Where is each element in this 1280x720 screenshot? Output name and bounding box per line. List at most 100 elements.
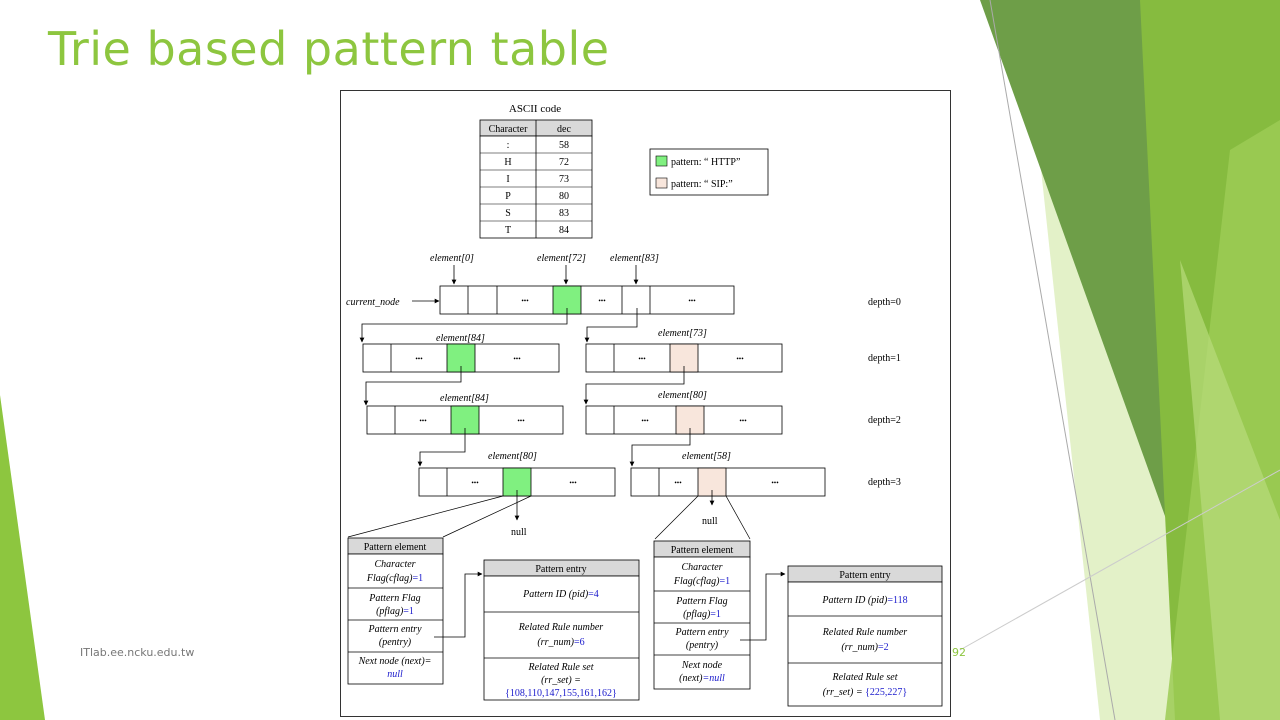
rr-set-name: (rr_set) =	[541, 675, 581, 686]
pattern-element-left: Pattern element Character Flag(cflag)=1 …	[347, 537, 483, 685]
ellipsis: •••	[771, 479, 779, 487]
ellipsis: •••	[517, 417, 525, 425]
ascii-cell: I	[506, 174, 509, 185]
ellipsis: •••	[638, 355, 646, 363]
cflag-label: Character	[681, 562, 722, 573]
pflag-value: =1	[403, 606, 414, 617]
pflag-label: Pattern Flag	[675, 596, 727, 607]
pflag-line: (pflag)=1	[376, 606, 414, 617]
ascii-cell: 58	[559, 140, 569, 151]
pflag-name: (pflag)	[683, 609, 711, 620]
label-element-73: element[73]	[658, 328, 707, 339]
ellipsis: •••	[415, 355, 423, 363]
pid-value: =118	[887, 595, 907, 606]
trie-diagram: ASCII code Character dec : 58 H 72 I 73 …	[340, 90, 951, 717]
rr-num-label: Related Rule number	[518, 622, 604, 633]
trie-node-depth1-left: element[84] ••• •••	[362, 333, 560, 406]
rr-set-line: (rr_set) = {225,227}	[823, 687, 907, 698]
ascii-header-character: Character	[489, 124, 529, 135]
label-current-node: current_node	[346, 297, 400, 308]
pattern-entry-right: Pattern entry Pattern ID (pid)=118 Relat…	[787, 565, 943, 707]
ellipsis: •••	[521, 297, 529, 305]
cflag-name: Flag(cflag)	[673, 576, 720, 587]
slide-number: 92	[952, 646, 966, 659]
label-element-72: element[72]	[537, 253, 586, 264]
cflag-value: =1	[719, 576, 730, 587]
ascii-cell: T	[505, 225, 511, 236]
rr-num-value: =6	[574, 637, 585, 648]
trie-node-depth3-left: element[80] ••• ••• null	[418, 451, 616, 538]
label-element-80: element[80]	[658, 390, 707, 401]
pattern-legend: pattern: “ HTTP” pattern: “ SIP:”	[649, 148, 769, 196]
label-element-84: element[84]	[440, 393, 489, 404]
ellipsis: •••	[569, 479, 577, 487]
pflag-value: =1	[710, 609, 721, 620]
ascii-table: ASCII code Character dec : 58 H 72 I 73 …	[479, 103, 593, 239]
slide-title: Trie based pattern table	[48, 22, 610, 76]
trie-node-depth3-right: element[58] ••• ••• null	[630, 451, 826, 527]
ellipsis: •••	[641, 417, 649, 425]
rr-set-value: {225,227}	[865, 687, 907, 698]
ascii-header-dec: dec	[557, 124, 571, 135]
footer-text: ITlab.ee.ncku.edu.tw	[80, 646, 195, 659]
next-value: null	[387, 669, 403, 680]
cflag-line: Flag(cflag)=1	[366, 573, 423, 584]
cflag-name: Flag(cflag)	[366, 573, 413, 584]
ascii-cell: :	[507, 140, 510, 151]
cflag-value: =1	[412, 573, 423, 584]
ascii-cell: S	[505, 208, 511, 219]
rr-set-name: (rr_set) =	[823, 687, 865, 698]
label-element-0: element[0]	[430, 253, 474, 264]
label-element-58: element[58]	[682, 451, 731, 462]
pid-line: Pattern ID (pid)=4	[522, 589, 599, 600]
rr-num-value: =2	[878, 642, 889, 653]
ascii-cell: 84	[559, 225, 569, 236]
pid-value: =4	[588, 589, 599, 600]
ellipsis: •••	[688, 297, 696, 305]
next-name: (next)	[679, 673, 703, 684]
pattern-entry-title: Pattern entry	[839, 570, 890, 581]
ellipsis: •••	[513, 355, 521, 363]
pentry-label: Pattern entry	[367, 624, 422, 635]
depth-label-1: depth=1	[868, 353, 901, 364]
legend-label-sip: pattern: “ SIP:”	[671, 179, 733, 190]
next-label: Next node (next)=	[358, 656, 432, 667]
rr-num-name: (rr_num)	[841, 642, 878, 653]
pflag-line: (pflag)=1	[683, 609, 721, 620]
label-element-83: element[83]	[610, 253, 659, 264]
null-label: null	[511, 527, 527, 538]
rr-num-line: (rr_num)=2	[841, 642, 888, 653]
pid-line: Pattern ID (pid)=118	[821, 595, 907, 606]
deco-line-1	[989, 0, 1116, 720]
depth-label-3: depth=3	[868, 477, 901, 488]
ellipsis: •••	[674, 479, 682, 487]
ascii-cell: P	[505, 191, 511, 202]
pentry-name: (pentry)	[379, 637, 412, 648]
pentry-name: (pentry)	[686, 640, 719, 651]
pflag-name: (pflag)	[376, 606, 404, 617]
pattern-element-title: Pattern element	[671, 545, 734, 556]
cflag-label: Character	[374, 559, 415, 570]
trie-node-depth1-right: element[73] ••• •••	[583, 328, 783, 405]
ascii-cell: 72	[559, 157, 569, 168]
rr-set-label: Related Rule set	[832, 672, 898, 683]
ascii-cell: 73	[559, 174, 569, 185]
pattern-element-right: Pattern element Character Flag(cflag)=1 …	[653, 540, 786, 690]
null-label: null	[702, 516, 718, 527]
next-value: =null	[703, 673, 726, 684]
rr-num-line: (rr_num)=6	[537, 637, 584, 648]
legend-swatch-http	[655, 155, 668, 167]
label-element-84: element[84]	[436, 333, 485, 344]
ascii-cell: H	[504, 157, 511, 168]
next-label: Next node	[681, 660, 723, 671]
pattern-entry-left: Pattern entry Pattern ID (pid)=4 Related…	[483, 559, 640, 701]
pflag-label: Pattern Flag	[368, 593, 420, 604]
cflag-line: Flag(cflag)=1	[673, 576, 730, 587]
legend-swatch-sip	[655, 177, 668, 189]
deco-line-2	[959, 469, 1280, 651]
ascii-cell: 83	[559, 208, 569, 219]
rr-set-label: Related Rule set	[528, 662, 594, 673]
pattern-element-title: Pattern element	[364, 542, 427, 553]
rr-num-name: (rr_num)	[537, 637, 574, 648]
